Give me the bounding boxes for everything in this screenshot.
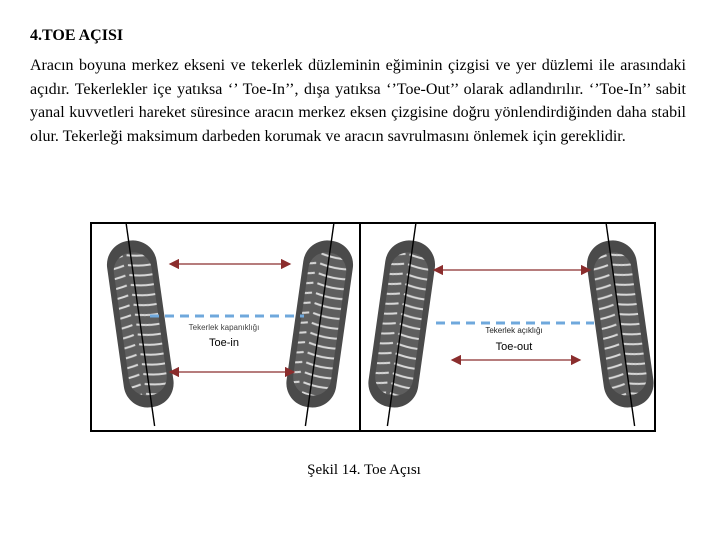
toe-out-label: Toe-out — [496, 341, 533, 353]
toe-diagram: Tekerlek kapanıklığı Toe-in Tekerlek açı… — [90, 222, 656, 432]
toe-in-panel: Tekerlek kapanıklığı Toe-in — [106, 222, 354, 427]
right-tire-icon — [286, 222, 354, 427]
left-tire-icon — [368, 222, 436, 427]
toe-in-small-label: Tekerlek kapanıklığı — [189, 323, 260, 332]
toe-angle-figure: Tekerlek kapanıklığı Toe-in Tekerlek açı… — [90, 222, 656, 432]
body-paragraph: Aracın boyuna merkez ekseni ve tekerlek … — [30, 57, 686, 145]
toe-in-label: Toe-in — [209, 337, 239, 349]
toe-out-panel: Tekerlek açıklığı Toe-out — [368, 222, 654, 427]
figure-frame — [90, 222, 656, 432]
left-tire-icon — [106, 222, 174, 427]
figure-caption: Şekil 14. Toe Açısı — [307, 462, 421, 478]
toe-out-small-label: Tekerlek açıklığı — [485, 326, 542, 335]
section-heading: 4.TOE AÇISI — [30, 27, 124, 44]
right-tire-icon — [586, 222, 654, 427]
